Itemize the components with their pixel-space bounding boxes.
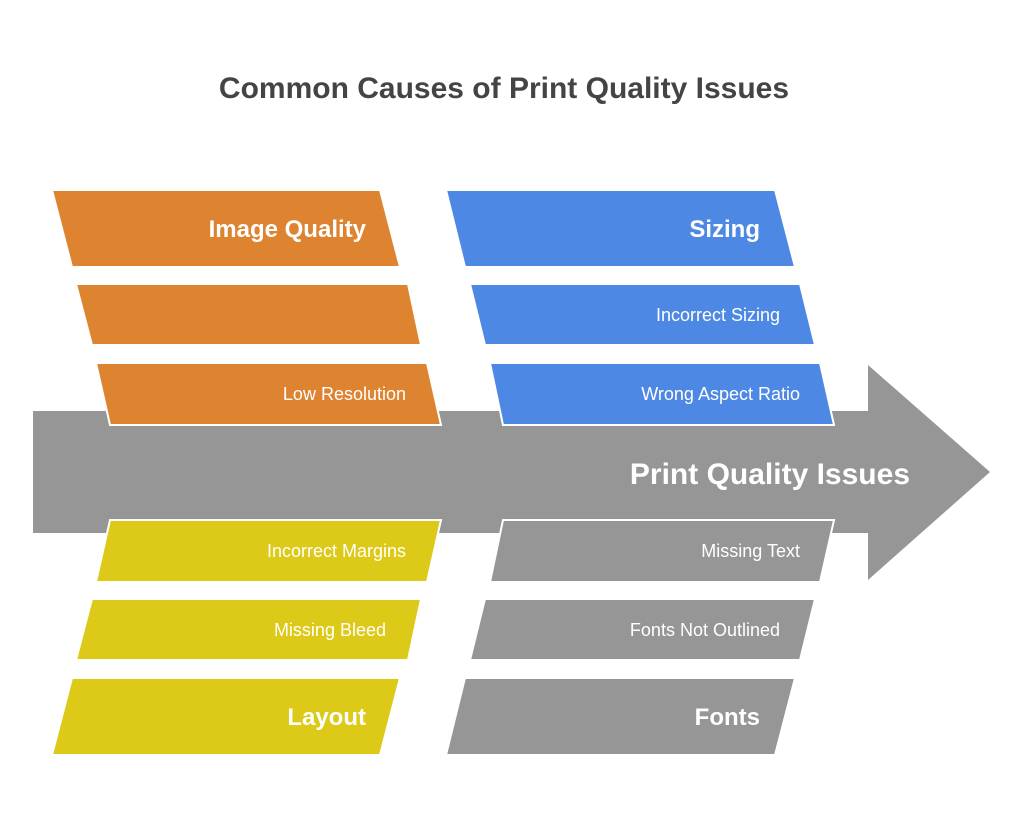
cause-label: Missing Text: [701, 541, 800, 561]
category-box: [50, 677, 402, 756]
cause-label: Low Resolution: [283, 384, 406, 404]
cause-label: Incorrect Sizing: [656, 305, 780, 325]
category-label: Sizing: [689, 216, 760, 243]
cause-box: [74, 598, 423, 661]
diagram-title: Common Causes of Print Quality Issues: [219, 72, 789, 105]
category-label: Layout: [287, 704, 366, 731]
category-fonts: Missing Text Fonts Not Outlined Fonts: [444, 519, 836, 756]
category-box: [50, 189, 402, 268]
cause-box: [468, 283, 817, 346]
cause-box: [74, 283, 423, 346]
cause-box: [94, 362, 443, 426]
category-box: [444, 189, 797, 268]
category-image-quality: Image Quality Low Resolution: [50, 189, 443, 426]
cause-label: Missing Bleed: [274, 620, 386, 640]
cause-box: [488, 362, 836, 426]
category-layout: Incorrect Margins Missing Bleed Layout: [50, 519, 443, 756]
cause-box: [94, 519, 443, 583]
category-label: Fonts: [695, 704, 760, 731]
cause-label: Wrong Aspect Ratio: [641, 384, 800, 404]
cause-box: [468, 598, 817, 661]
category-label: Image Quality: [209, 216, 367, 243]
cause-label: Incorrect Margins: [267, 541, 406, 561]
category-sizing: Sizing Incorrect Sizing Wrong Aspect Rat…: [444, 189, 836, 426]
cause-label: Fonts Not Outlined: [630, 620, 780, 640]
cause-box: [488, 519, 836, 583]
spine-label: Print Quality Issues: [630, 458, 910, 491]
category-box: [444, 677, 797, 756]
